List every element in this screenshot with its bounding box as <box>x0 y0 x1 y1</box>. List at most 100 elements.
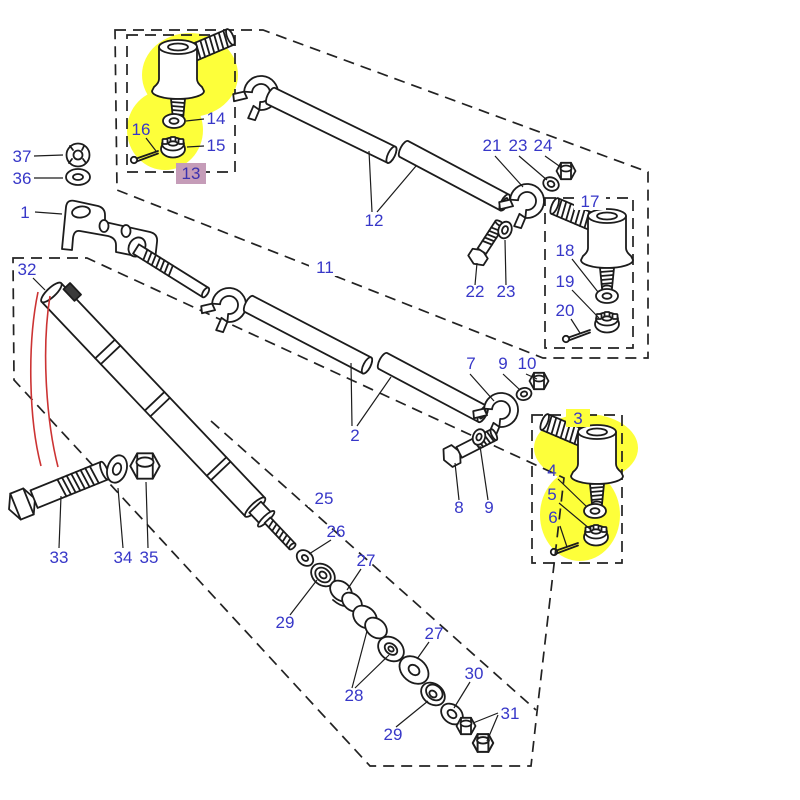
leader-27-upper <box>346 568 362 591</box>
tie-rod-end-3-drawing <box>537 412 624 557</box>
callout-36[interactable]: 36 <box>13 169 32 188</box>
callout-23-bottom[interactable]: 23 <box>497 282 516 301</box>
callout-35[interactable]: 35 <box>140 548 159 567</box>
callout-5[interactable]: 5 <box>547 485 556 504</box>
leader-35 <box>145 481 149 549</box>
leader-9a <box>502 373 521 391</box>
callout-23-top[interactable]: 23 <box>509 136 528 155</box>
leader-22 <box>474 262 478 286</box>
callout-10[interactable]: 10 <box>518 354 537 373</box>
callout-14[interactable]: 14 <box>207 109 226 128</box>
callout-37[interactable]: 37 <box>13 147 32 166</box>
leader-8 <box>454 462 460 501</box>
group-outlines <box>12 29 649 767</box>
callout-3-group[interactable]: 3 <box>566 409 590 428</box>
callout-27-lower[interactable]: 27 <box>425 624 444 643</box>
red-line-32-right <box>44 295 59 468</box>
leader-27-lower <box>416 641 430 660</box>
washer-27b-drawing <box>398 655 430 685</box>
callout-17-group[interactable]: 17 <box>574 192 606 211</box>
castle-nut-15-drawing <box>160 136 186 159</box>
callout-2[interactable]: 2 <box>350 426 359 445</box>
callout-25-group[interactable]: 25 <box>308 489 340 508</box>
washer-23-top-drawing <box>542 176 560 192</box>
leader-10 <box>525 373 538 380</box>
leader-34 <box>117 487 124 549</box>
callout-24[interactable]: 24 <box>534 136 553 155</box>
nut-35-drawing <box>129 452 161 480</box>
bolt-22-drawing <box>467 219 506 267</box>
callout-15[interactable]: 15 <box>207 136 226 155</box>
callout-11[interactable]: 11 <box>316 258 334 277</box>
callout-22[interactable]: 22 <box>466 282 485 301</box>
cup-washer-29a-drawing <box>310 562 336 588</box>
leader-20 <box>570 318 581 334</box>
leader-16 <box>145 137 157 152</box>
leader-29-lower <box>395 700 429 728</box>
leader-19 <box>571 289 600 319</box>
tie-rod-end-17-drawing <box>547 196 634 344</box>
callout-19[interactable]: 19 <box>556 272 575 291</box>
callout-17[interactable]: 17 <box>581 192 600 211</box>
callout-26[interactable]: 26 <box>327 522 346 541</box>
callout-13-tag[interactable]: 13 <box>176 163 206 184</box>
callout-9a[interactable]: 9 <box>498 354 507 373</box>
callout-20[interactable]: 20 <box>556 301 575 320</box>
washer-36-drawing <box>65 168 91 186</box>
nut-31b-drawing <box>471 733 495 753</box>
castle-nut-19-drawing <box>594 311 620 334</box>
leader-21 <box>494 155 524 188</box>
leader-1 <box>34 211 63 215</box>
red-highlight-lines <box>29 291 59 468</box>
callout-31[interactable]: 31 <box>501 704 520 723</box>
callout-4[interactable]: 4 <box>547 461 556 480</box>
callout-3[interactable]: 3 <box>573 409 582 428</box>
callout-32[interactable]: 32 <box>18 260 37 279</box>
washer-4-drawing <box>583 503 607 519</box>
callout-21[interactable]: 21 <box>483 136 502 155</box>
callout-16[interactable]: 16 <box>132 120 151 139</box>
callout-33[interactable]: 33 <box>50 548 69 567</box>
callout-29-lower[interactable]: 29 <box>384 725 403 744</box>
nut-37-drawing <box>65 142 91 168</box>
leader-12 <box>368 150 417 213</box>
tube-2a-drawing <box>242 294 374 375</box>
split-pin-20-drawing <box>561 329 591 344</box>
callout-12[interactable]: 12 <box>365 211 384 230</box>
leader-31 <box>472 712 499 742</box>
washer-9b-drawing <box>471 428 487 446</box>
callout-29-upper[interactable]: 29 <box>276 613 295 632</box>
nut-24-drawing <box>555 161 577 181</box>
callout-27-upper[interactable]: 27 <box>357 551 376 570</box>
bolt-8-drawing <box>442 428 499 468</box>
leader-2 <box>350 362 392 427</box>
callout-28[interactable]: 28 <box>345 686 364 705</box>
callout-25[interactable]: 25 <box>315 489 334 508</box>
callout-8[interactable]: 8 <box>454 498 463 517</box>
leader-28 <box>351 630 390 689</box>
washer-23-bottom-drawing <box>497 220 513 240</box>
callout-11-group[interactable]: 11 <box>309 258 341 277</box>
bolt-33-drawing <box>8 460 110 521</box>
callout-13[interactable]: 13 <box>182 164 201 183</box>
outline-drag-link-assembly <box>114 29 649 359</box>
callout-34[interactable]: 34 <box>114 548 133 567</box>
washer-9a-drawing <box>515 386 533 402</box>
leader-4 <box>557 478 588 508</box>
leader-5 <box>558 502 591 530</box>
callout-30[interactable]: 30 <box>465 664 484 683</box>
line-art <box>8 27 634 753</box>
leader-7 <box>469 373 495 402</box>
leader-30 <box>453 681 471 709</box>
callout-9b[interactable]: 9 <box>484 498 493 517</box>
callout-18[interactable]: 18 <box>556 241 575 260</box>
washer-14-drawing <box>162 113 186 129</box>
callout-1[interactable]: 1 <box>20 203 29 222</box>
callout-6[interactable]: 6 <box>548 508 557 527</box>
callout-7[interactable]: 7 <box>466 354 475 373</box>
leader-37 <box>33 154 64 157</box>
washer-34-drawing <box>106 454 128 484</box>
damper-clip-32-drawing <box>62 282 82 302</box>
